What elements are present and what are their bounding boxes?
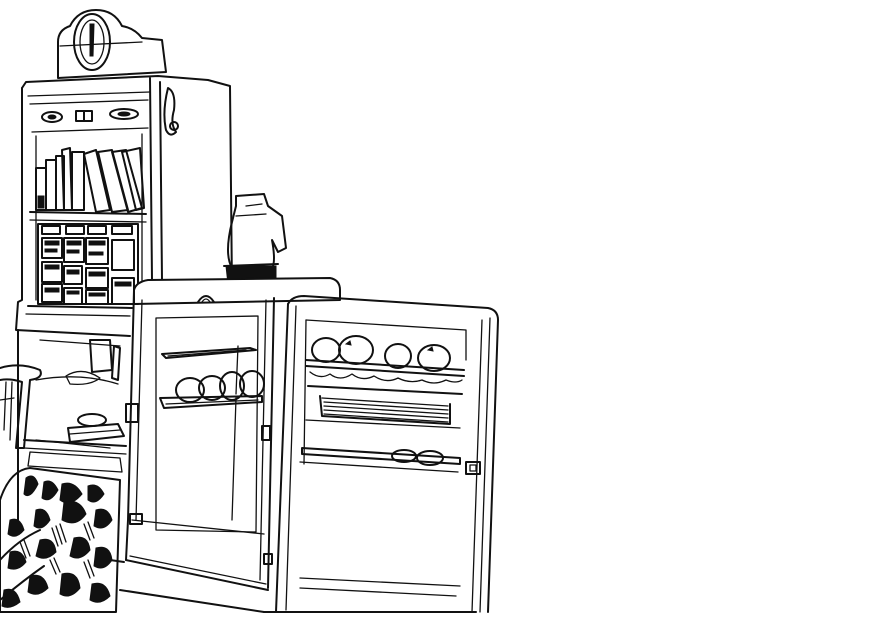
- apples: [311, 335, 451, 466]
- refrigerator: [111, 277, 341, 613]
- patterned-cloth: [0, 467, 121, 613]
- chair: [0, 364, 42, 449]
- mantel-clock: [57, 9, 167, 79]
- eggs: [175, 370, 265, 403]
- shelf-items: [27, 339, 125, 473]
- bookshelf-cabinet: [15, 75, 233, 521]
- floor-line: [109, 559, 477, 613]
- books: [35, 147, 145, 213]
- kettle: [223, 193, 287, 285]
- jars-grid: [37, 223, 139, 305]
- fridge-door: [275, 295, 499, 613]
